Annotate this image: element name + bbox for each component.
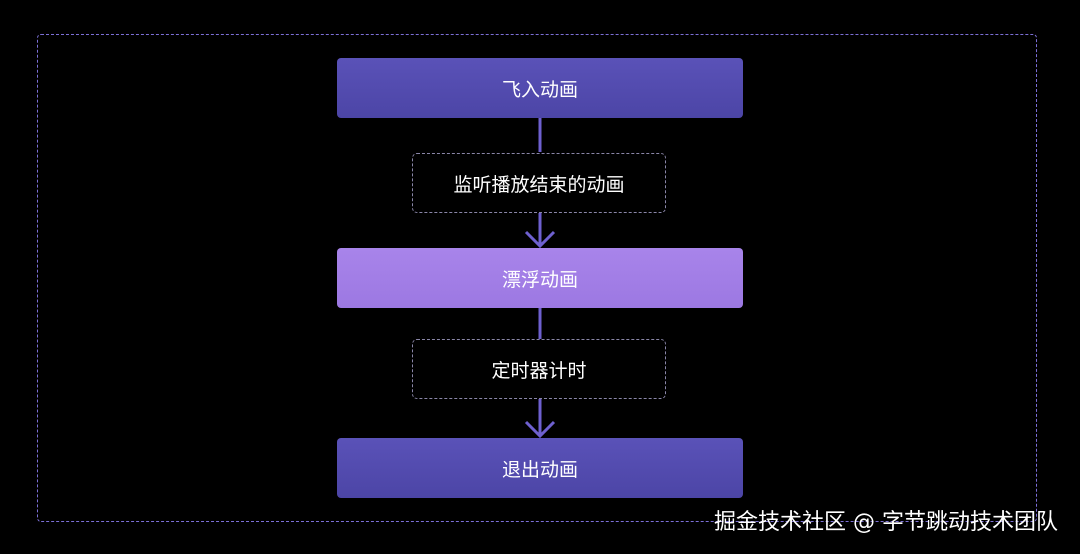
step-fly-in: 飞入动画 [337,58,743,118]
arrow-down-icon [524,230,556,249]
step-label: 退出动画 [501,458,578,481]
transition-label: 定时器计时 [491,359,587,382]
step-exit: 退出动画 [337,438,743,498]
transition-listen-end: 监听播放结束的动画 [412,153,666,213]
step-float: 漂浮动画 [337,248,743,308]
transition-timer: 定时器计时 [412,339,666,399]
outer-dashed-frame [37,34,1037,522]
watermark-text: 掘金技术社区 @ 字节跳动技术团队 [714,510,1058,535]
arrow-down-icon [524,420,556,439]
transition-label: 监听播放结束的动画 [453,173,625,196]
step-label: 飞入动画 [501,78,578,101]
step-label: 漂浮动画 [501,268,578,291]
